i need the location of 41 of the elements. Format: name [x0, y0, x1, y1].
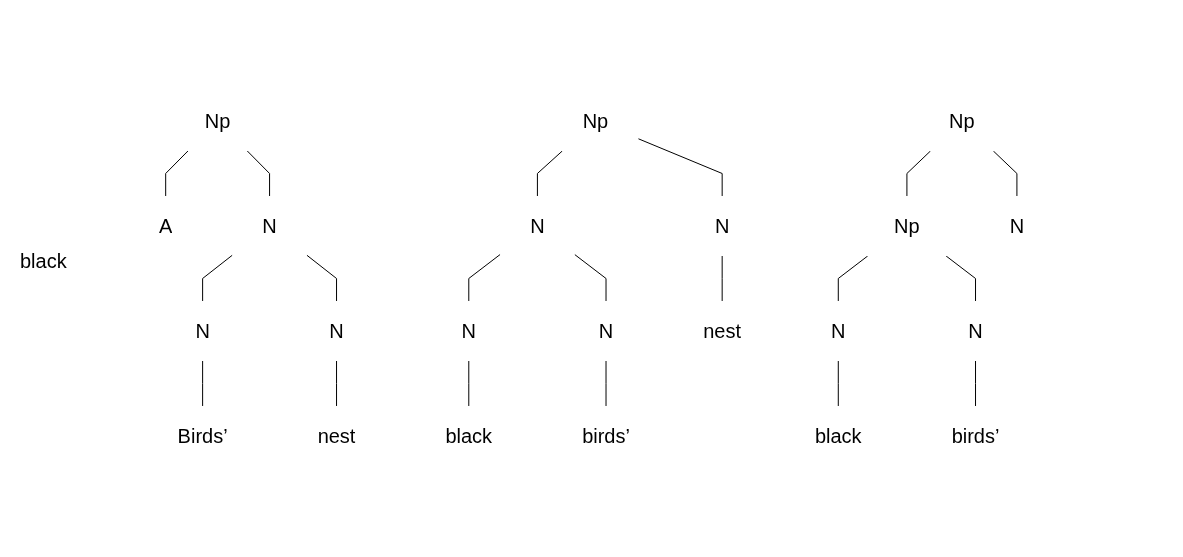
connector	[974, 360, 976, 407]
node-text: A	[158, 214, 173, 237]
connector	[574, 253, 607, 302]
node-text: N	[968, 319, 983, 342]
connector	[306, 254, 337, 302]
node-text: birds’	[582, 424, 630, 447]
connector	[992, 150, 1018, 197]
connector	[246, 150, 270, 197]
node-text: Np	[949, 110, 975, 132]
connector	[637, 138, 723, 197]
node-text: Np	[894, 214, 920, 237]
connector	[945, 255, 976, 302]
node-text: N	[714, 214, 730, 237]
node-text: N	[1009, 214, 1025, 237]
connector	[335, 360, 337, 407]
node-text: N	[329, 319, 344, 342]
node-text: N	[598, 319, 614, 342]
connector	[837, 360, 839, 407]
node-text: nest	[317, 424, 356, 447]
node-text: N	[530, 214, 545, 237]
connector	[468, 360, 470, 407]
connector	[202, 360, 204, 407]
node-text: N	[830, 319, 846, 342]
node-text: Np	[582, 110, 609, 132]
node-text: N	[195, 319, 210, 342]
node-text: N	[461, 319, 476, 342]
connector	[906, 150, 931, 197]
word-label: black	[20, 250, 67, 273]
connector	[202, 254, 233, 302]
node-text: birds’	[951, 424, 1000, 447]
connector	[721, 255, 723, 302]
node-text: N	[262, 214, 277, 237]
node-text: nest	[703, 319, 741, 342]
node-text: Birds’	[177, 424, 228, 447]
connector	[165, 150, 189, 197]
node-text: black	[445, 424, 493, 447]
node-text: Np	[204, 110, 231, 132]
node-text: black	[814, 424, 862, 447]
connector	[468, 253, 501, 302]
connector	[837, 255, 869, 302]
connector	[536, 150, 563, 197]
